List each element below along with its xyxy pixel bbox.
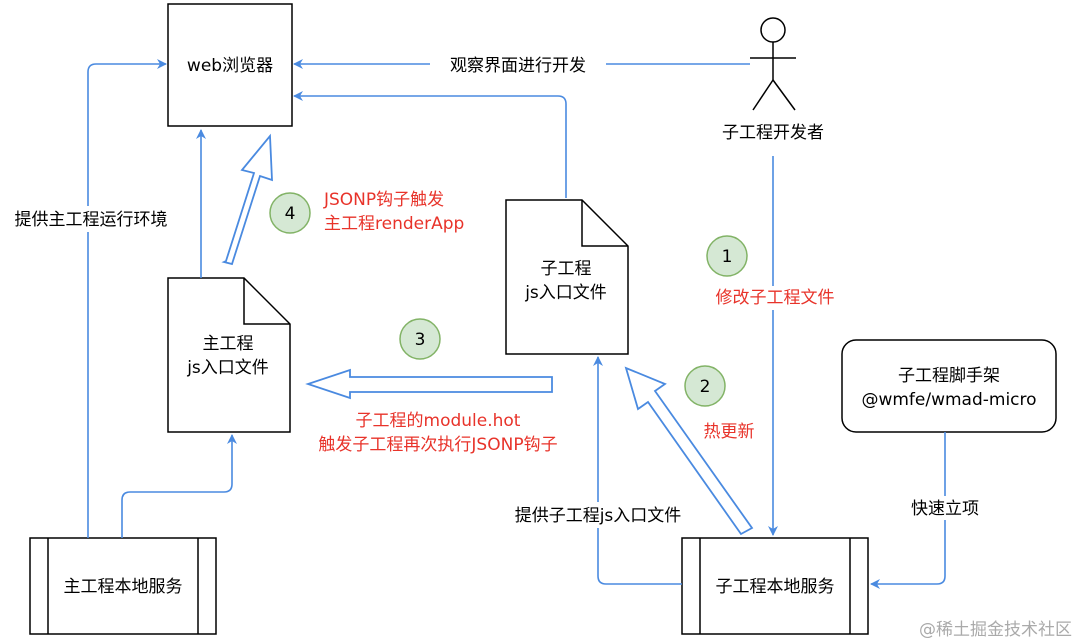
browser-label: web浏览器 xyxy=(187,56,273,76)
edge-scaffold-subserver xyxy=(870,432,946,589)
actor-head xyxy=(760,17,786,43)
developer-actor xyxy=(750,17,796,111)
main-server-label: 主工程本地服务 xyxy=(64,577,183,597)
step-4-label-1: JSONP钩子触发 xyxy=(323,190,444,210)
step-4-number: 4 xyxy=(285,204,296,224)
browser-node: web浏览器 xyxy=(167,3,293,127)
scaffold-label-2: @wmfe/wmad-micro xyxy=(861,390,1036,410)
edge-observe-label: 观察界面进行开发 xyxy=(450,56,586,76)
sub-server-label: 子工程本地服务 xyxy=(716,577,835,597)
step-2-label: 热更新 xyxy=(704,422,755,442)
block-arrow-step3 xyxy=(305,368,553,400)
watermark: @稀土掘金技术社区 xyxy=(919,620,1072,640)
main-entry-label-1: 主工程 xyxy=(203,334,254,354)
step-badge-1: 1 xyxy=(706,235,748,277)
edge-main-env xyxy=(87,59,167,538)
scaffold-label-1: 子工程脚手架 xyxy=(898,366,1000,386)
block-arrow-step4 xyxy=(221,133,273,266)
edge-label-bg xyxy=(500,502,700,528)
step-3-label-2: 触发子工程再次执行JSONP钩子 xyxy=(318,435,557,455)
main-server-node: 主工程本地服务 xyxy=(29,537,217,635)
sub-entry-label-2: js入口文件 xyxy=(524,283,607,303)
sub-entry-file: 子工程 js入口文件 xyxy=(505,199,629,355)
edge-sub-entry-label: 提供子工程js入口文件 xyxy=(515,506,682,526)
edge-label-bg xyxy=(430,52,606,76)
step-4-label-2: 主工程renderApp xyxy=(324,214,464,234)
step-1-number: 1 xyxy=(722,247,733,267)
edge-subserver-subentry xyxy=(593,356,682,585)
step-badge-4: 4 xyxy=(269,192,311,234)
edge-main-server-entry xyxy=(121,434,237,538)
step-label-bg xyxy=(700,286,850,310)
developer-label: 子工程开发者 xyxy=(722,123,824,143)
block-arrow-step2 xyxy=(624,366,754,536)
sub-entry-label-1: 子工程 xyxy=(541,259,592,279)
step-badge-2: 2 xyxy=(684,365,726,407)
step-2-number: 2 xyxy=(700,377,711,397)
step-3-label-1: 子工程的module.hot xyxy=(356,411,521,431)
main-entry-file: 主工程 js入口文件 xyxy=(167,277,291,433)
step-3-number: 3 xyxy=(415,330,426,350)
step-badge-3: 3 xyxy=(399,318,441,360)
step-1-label: 修改子工程文件 xyxy=(716,288,835,308)
edge-main-env-label: 提供主工程运行环境 xyxy=(15,210,168,230)
edge-label-bg xyxy=(906,496,984,520)
scaffold-node: 子工程脚手架 @wmfe/wmad-micro xyxy=(841,339,1057,433)
edge-sub-entry-browser xyxy=(293,91,567,198)
edge-quick-start-label: 快速立项 xyxy=(911,499,979,519)
step-label-bg xyxy=(694,420,764,444)
edge-label-bg xyxy=(2,206,180,232)
main-entry-label-2: js入口文件 xyxy=(186,358,269,378)
sub-server-node: 子工程本地服务 xyxy=(681,537,869,635)
